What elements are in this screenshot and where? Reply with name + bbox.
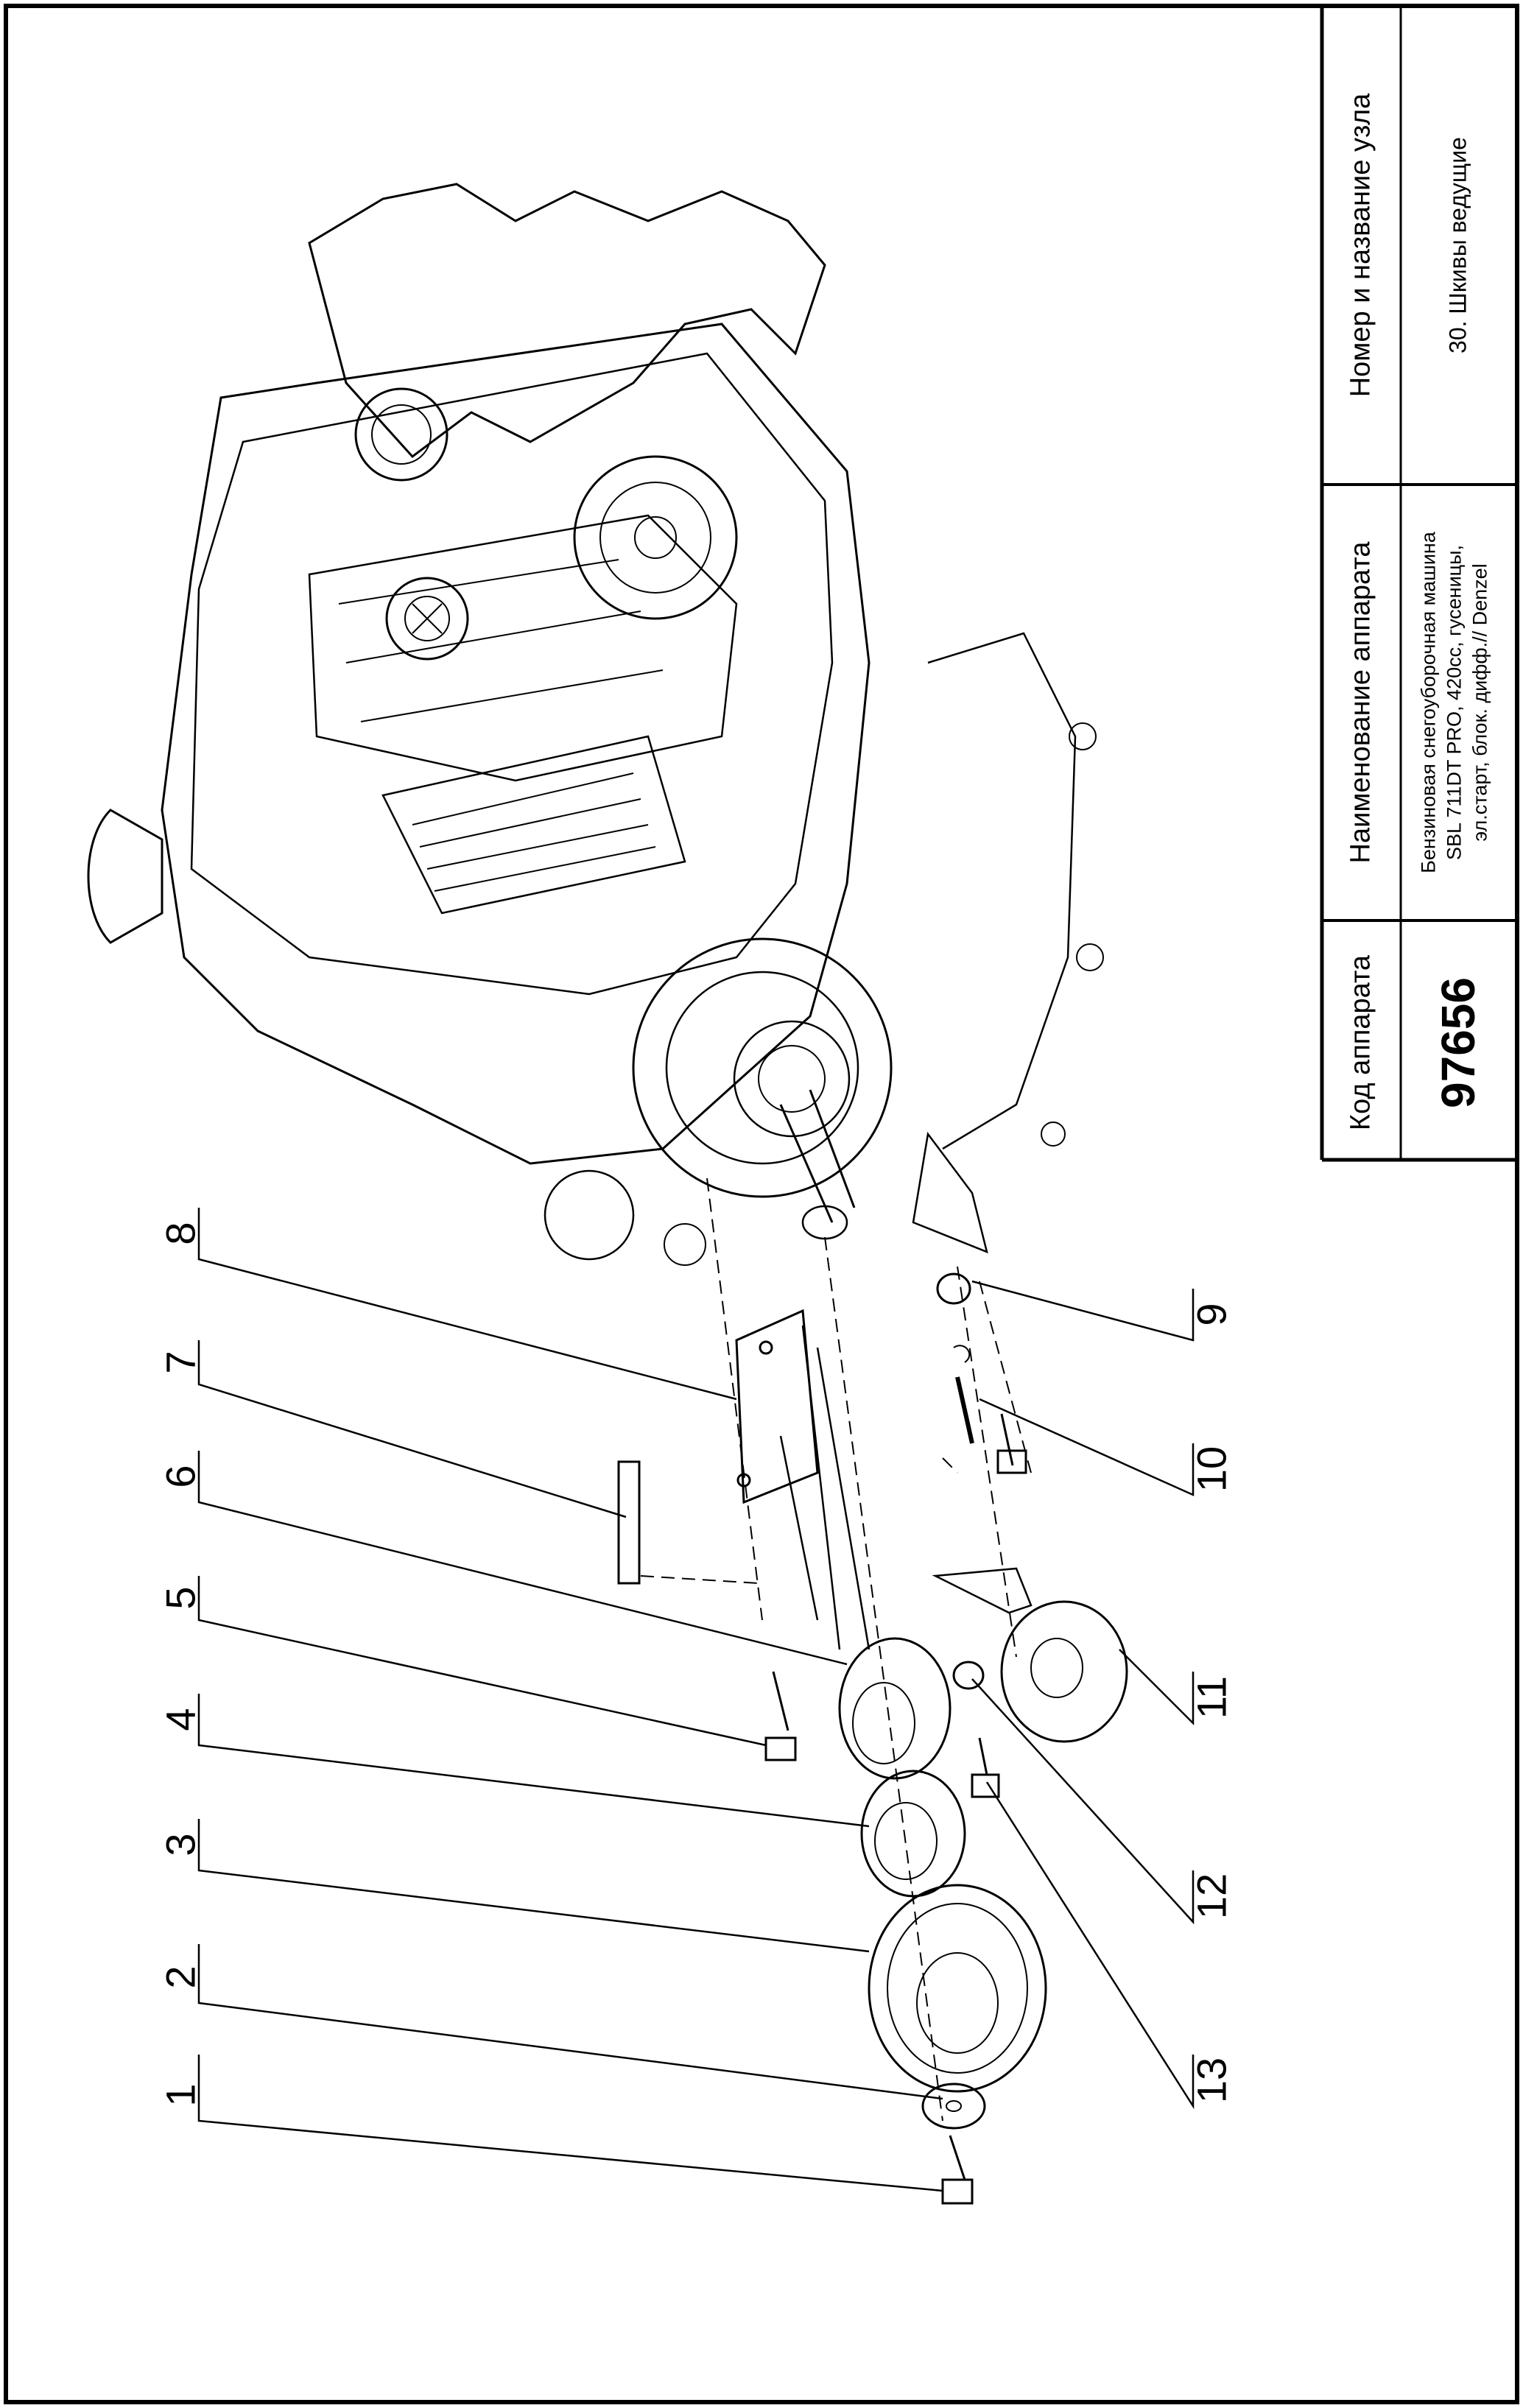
unit-header: Номер и название узла [1345, 93, 1376, 398]
assembly-lines [640, 1177, 1032, 2122]
name-header: Наименование аппарата [1345, 541, 1376, 864]
callout-6: 6 [157, 1465, 204, 1488]
callout-11: 11 [1188, 1675, 1235, 1719]
callout-5: 5 [157, 1586, 204, 1610]
code-value: 97656 [1432, 977, 1485, 1108]
name-line-3: эл.старт, блок. дифф.// Denzel [1469, 563, 1491, 842]
callout-8: 8 [157, 1222, 204, 1245]
name-line-1: Бензиновая снегоуборочная машина [1417, 532, 1440, 873]
callout-1: 1 [157, 2083, 204, 2107]
engine-assembly [87, 183, 1104, 1266]
callout-leaders [197, 1208, 1195, 2192]
callout-9: 9 [1188, 1303, 1235, 1326]
callout-13: 13 [1188, 2057, 1235, 2104]
callout-3: 3 [157, 1833, 204, 1856]
code-header: Код аппарата [1345, 954, 1376, 1131]
title-block-frame [1320, 6, 1517, 1162]
callout-4: 4 [157, 1708, 204, 1731]
unit-value: 30. Шкивы ведущие [1444, 137, 1471, 353]
name-line-2: SBL 711DT PRO, 420cc, гусеницы, [1443, 544, 1466, 861]
callout-7: 7 [157, 1351, 204, 1374]
callout-12: 12 [1188, 1873, 1235, 1920]
callout-2: 2 [157, 1965, 204, 1989]
callout-10: 10 [1188, 1446, 1235, 1493]
exploded-parts [617, 1272, 1128, 2205]
page-border [4, 4, 1519, 2404]
